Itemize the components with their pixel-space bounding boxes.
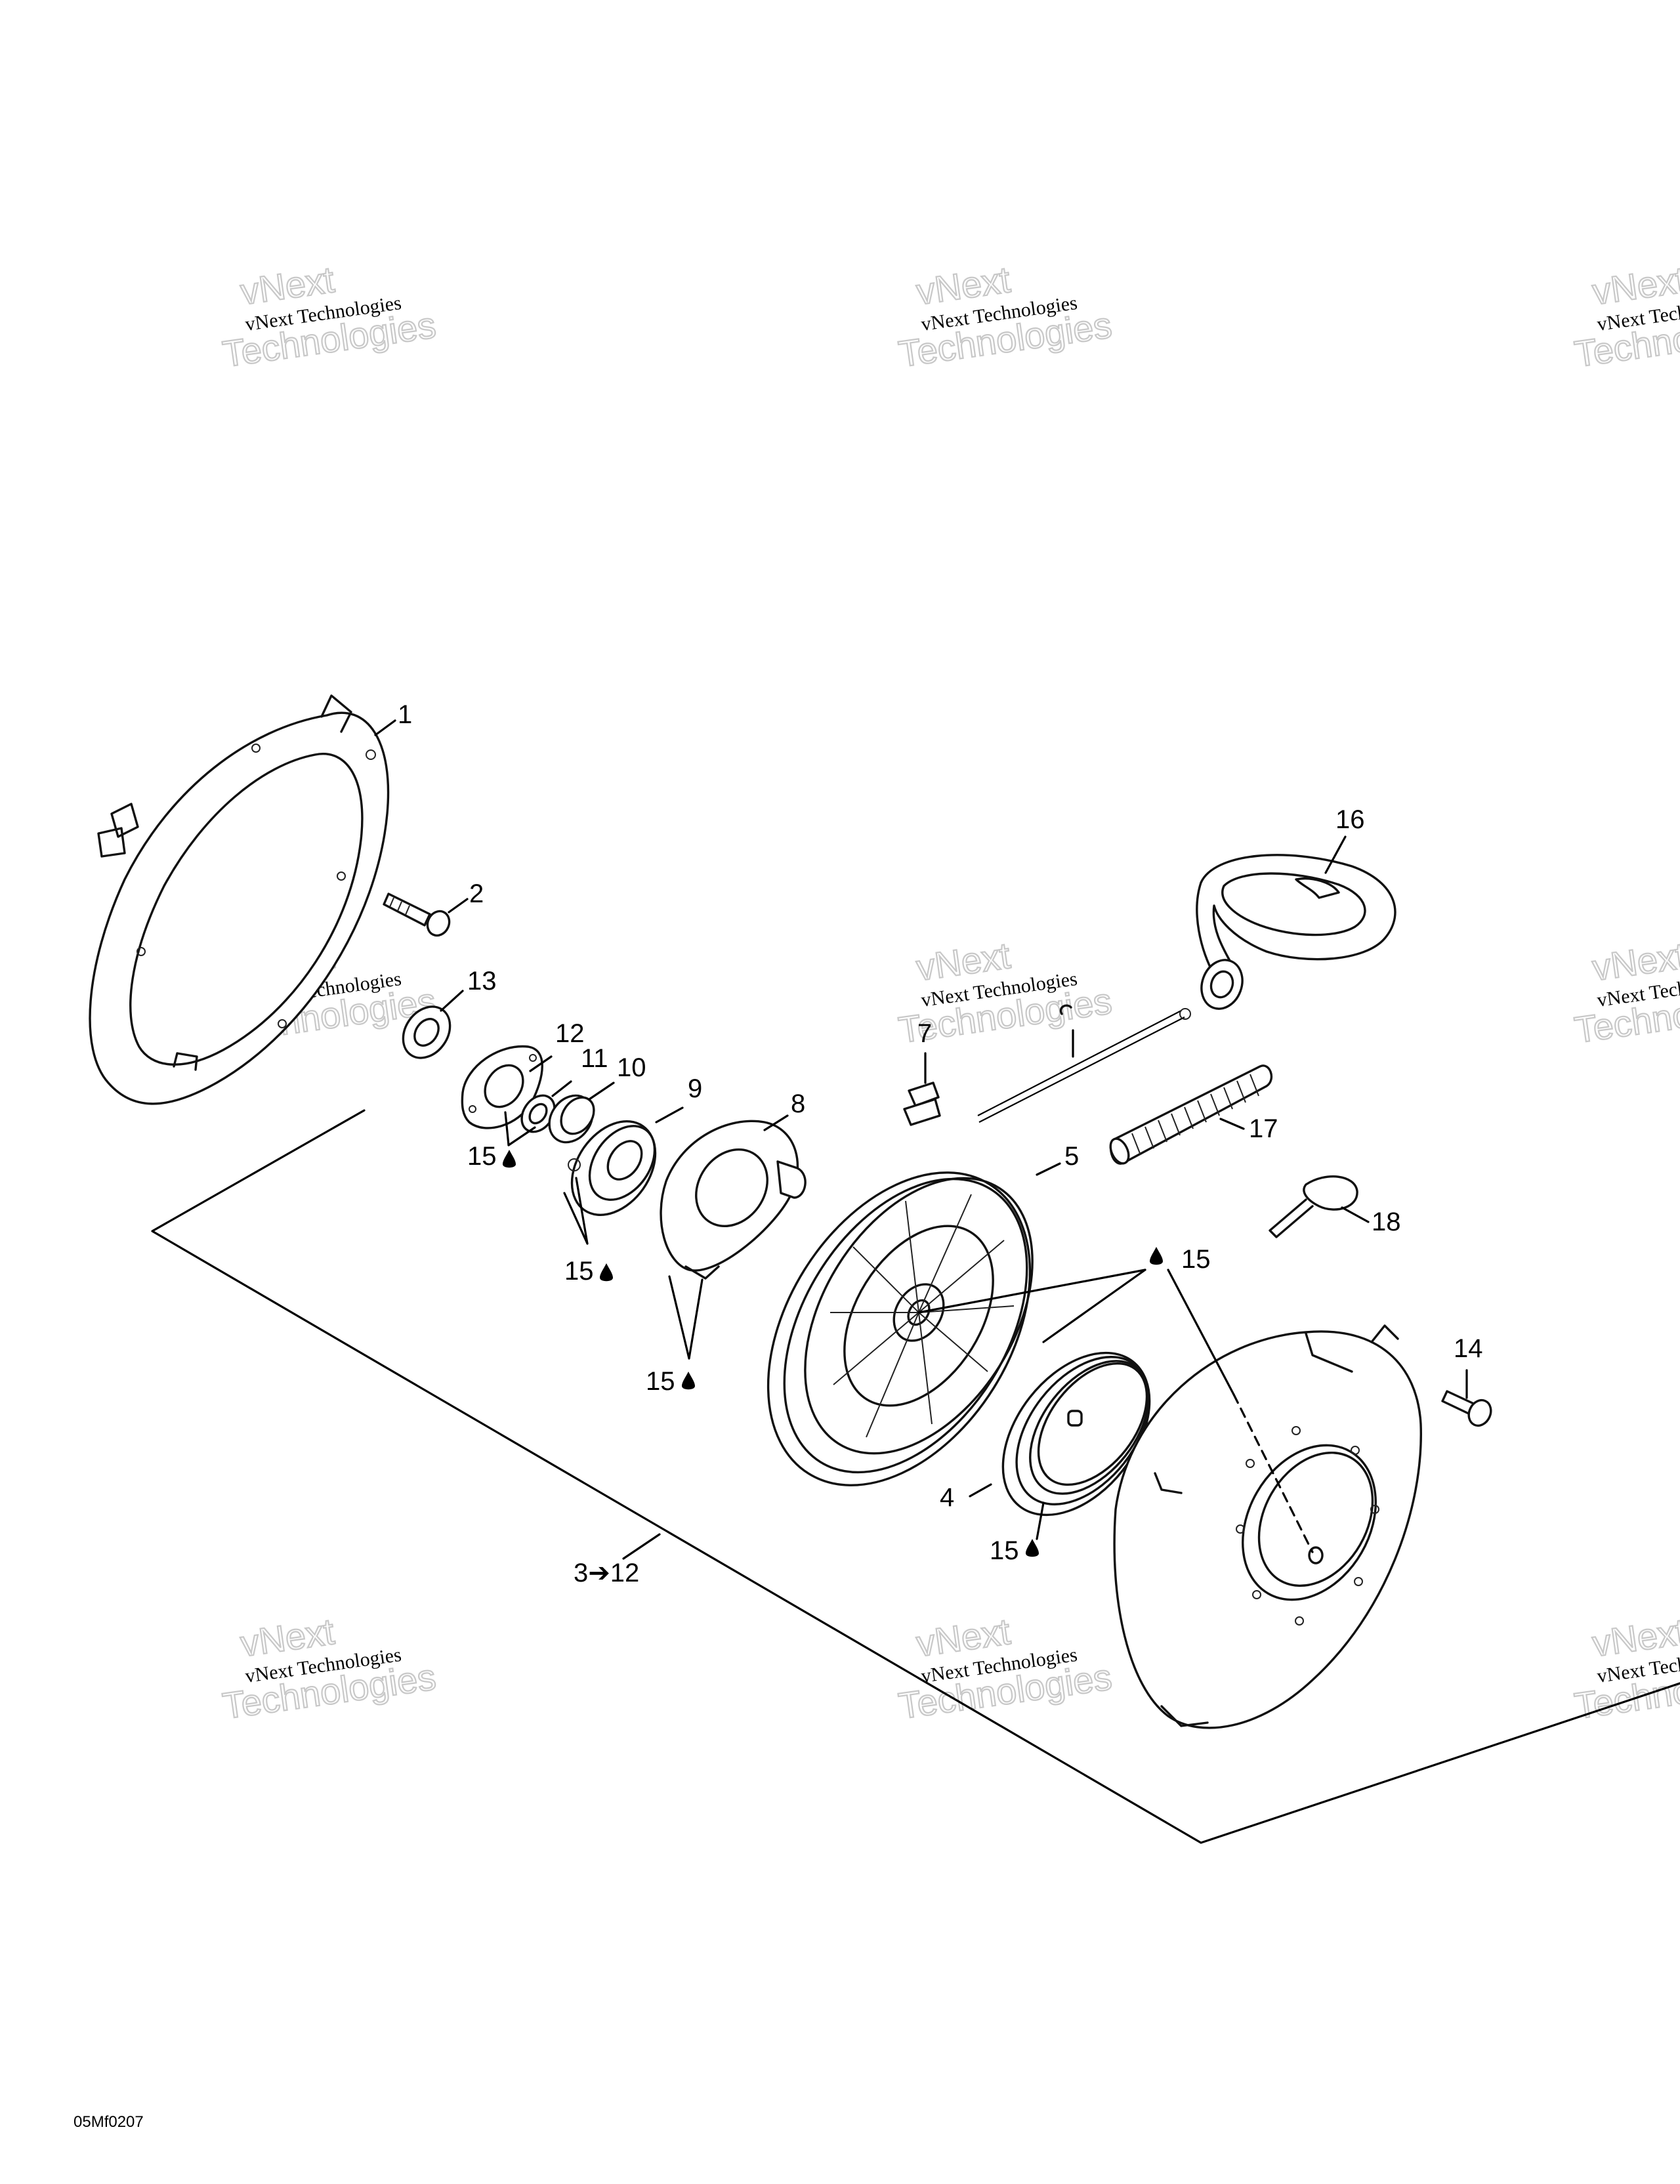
callout-3-12: 3➔12 [574,1559,639,1587]
part-12-plate [461,1045,543,1129]
callout-leader-18 [1341,1206,1370,1223]
callout-11: 11 [581,1044,608,1073]
part-3-starter-housing [1113,1324,1422,1729]
assembly-boundary-line [151,1109,1680,1844]
callout-leader-8 [763,1114,789,1131]
watermark-bottom-left: vNext vNext Technologies Technologies [219,1610,439,1727]
callout-12: 12 [555,1019,585,1048]
part-1-housing-ring [89,694,390,1105]
part-7-key [903,1082,941,1126]
callout-leader-2 [448,898,469,914]
callout-13: 13 [467,967,497,996]
part-16-handle [1196,854,1396,1010]
lube-callout-15-d: 15 [917,1245,1314,1553]
part-rope [977,1008,1191,1123]
watermark-top-center: vNext vNext Technologies Technologies [895,258,1115,375]
callout-7: 7 [917,1019,932,1048]
lube-callout-15-e: 15 [990,1502,1045,1565]
callout-2: 2 [469,879,484,908]
part-18-cable-tie [1269,1175,1358,1238]
callout-15: 15 [1181,1245,1211,1274]
lube-callout-15-a: 15 [467,1111,536,1171]
callout-8: 8 [791,1089,805,1118]
callout-17: 17 [1249,1114,1278,1143]
oil-drop-icon [600,1263,613,1282]
lube-callout-15-c: 15 [646,1275,704,1396]
part-9-pawl-hub [568,1120,657,1216]
callout-leader-5 [1036,1162,1061,1176]
figure-code: 05Mf0207 [74,2113,144,2131]
callout-leader-10 [588,1082,615,1101]
watermark-top-left: vNext vNext Technologies Technologies [219,258,439,375]
oil-drop-icon [682,1372,695,1390]
part-17-spring [1109,1064,1273,1165]
part-13-washer [402,1005,452,1059]
callout-leader-16 [1324,835,1347,874]
callout-9: 9 [688,1074,702,1103]
callout-leader-9 [655,1106,684,1124]
part-2-screw [383,892,451,937]
part-14-bolt [1441,1390,1492,1427]
callout-10: 10 [617,1053,646,1082]
watermark-bottom-center: vNext vNext Technologies Technologies [895,1610,1115,1727]
rope-clip-icon [1059,1004,1072,1015]
callout-14: 14 [1454,1334,1483,1363]
callout-leader-17 [1219,1118,1245,1130]
callout-15: 15 [467,1142,497,1171]
callout-15: 15 [646,1367,675,1396]
callout-leader-11 [551,1080,572,1097]
callout-leader-1 [374,719,396,736]
callout-18: 18 [1372,1208,1401,1236]
callout-15: 15 [564,1257,594,1286]
callout-1: 1 [398,700,412,729]
callout-4: 4 [940,1483,954,1512]
oil-drop-icon [1026,1539,1039,1557]
callout-leader-12 [529,1055,553,1072]
part-8-pawl [660,1120,807,1280]
part-10-bushing [548,1094,595,1144]
lube-callout-15-b: 15 [563,1177,613,1286]
callout-15: 15 [990,1536,1019,1565]
part-4-recoil-spring [1001,1351,1151,1517]
watermark-top-right: vNext vNext Technologies Technologies [1571,258,1680,375]
callout-leader-13 [440,990,464,1012]
watermark-bottom-right: vNext vNext Technologies Technologies [1571,1610,1680,1727]
callout-leader-4 [969,1483,992,1498]
oil-drop-icon [1150,1247,1163,1265]
callout-5: 5 [1064,1142,1079,1171]
callout-16: 16 [1335,805,1365,834]
oil-drop-icon [503,1150,516,1168]
callout-leader-3-12 [622,1533,661,1560]
watermark-mid-right: vNext vNext Technologies Technologies [1571,934,1680,1051]
